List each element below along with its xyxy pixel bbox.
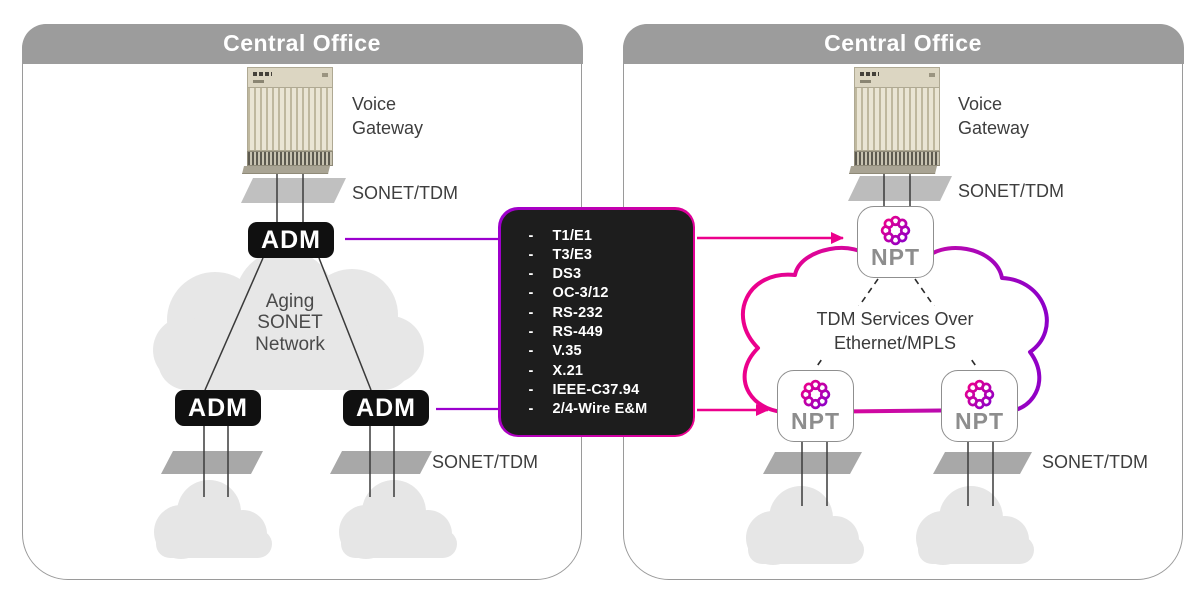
list-item: -X.21 — [528, 362, 584, 379]
sonet-tdm-label-right-bottom: SONET/TDM — [1042, 452, 1148, 472]
list-item: -2/4-Wire E&M — [528, 401, 648, 418]
voice-gateway-label-left: Voice Gateway — [352, 94, 424, 138]
list-item: -IEEE-C37.94 — [528, 381, 640, 398]
list-item: -T1/E1 — [528, 227, 593, 244]
list-item: -RS-232 — [528, 304, 603, 321]
sonet-tdm-label-left-bottom: SONET/TDM — [432, 452, 538, 472]
npt-ring-icon — [880, 215, 911, 246]
list-item: -RS-449 — [528, 323, 603, 340]
list-item: -DS3 — [528, 266, 582, 283]
list-item: -T3/E3 — [528, 246, 593, 263]
list-item: -V.35 — [528, 343, 582, 360]
chassis-led-icons — [253, 72, 272, 76]
npt-ring-icon — [964, 379, 995, 410]
npt-node-bottom-right: NPT — [941, 370, 1018, 442]
chassis-logo-mark — [860, 80, 871, 83]
adm-node-bottom-right: ADM — [343, 390, 429, 426]
voice-gateway-chassis-right — [849, 67, 940, 174]
chassis-led-icons — [860, 72, 879, 76]
sonet-tdm-label-right-top: SONET/TDM — [958, 181, 1064, 201]
chassis-base — [242, 166, 330, 174]
chassis-logo-mark — [253, 80, 264, 83]
chassis-card-slots — [247, 87, 333, 151]
interface-list-box: -T1/E1 -T3/E3 -DS3 -OC-3/12 -RS-232 -RS-… — [498, 207, 695, 437]
chassis-top-panel — [247, 67, 333, 87]
interface-list-inner: -T1/E1 -T3/E3 -DS3 -OC-3/12 -RS-232 -RS-… — [500, 209, 693, 435]
chassis-base — [849, 166, 937, 174]
right-panel-title: Central Office — [824, 30, 982, 56]
chassis-top-panel — [854, 67, 940, 87]
npt-ring-icon — [800, 379, 831, 410]
aging-sonet-network-label: Aging SONET Network — [255, 291, 325, 355]
npt-label: NPT — [871, 244, 920, 270]
adm-label: ADM — [188, 393, 248, 422]
chassis-card-slots — [854, 87, 940, 151]
sonet-tdm-label-left-top: SONET/TDM — [352, 183, 458, 203]
chassis-vent — [854, 151, 940, 166]
adm-label: ADM — [356, 393, 416, 422]
right-panel-header: Central Office — [622, 23, 1184, 64]
adm-label: ADM — [261, 225, 321, 254]
chassis-badge — [322, 73, 328, 77]
npt-label: NPT — [955, 408, 1004, 434]
voice-gateway-chassis-left — [242, 67, 333, 174]
npt-node-bottom-left: NPT — [777, 370, 854, 442]
list-item: -OC-3/12 — [528, 285, 609, 302]
interface-list: -T1/E1 -T3/E3 -DS3 -OC-3/12 -RS-232 -RS-… — [529, 227, 685, 420]
chassis-badge — [929, 73, 935, 77]
adm-node-bottom-left: ADM — [175, 390, 261, 426]
tdm-services-label: TDM Services Over Ethernet/MPLS — [790, 306, 1000, 358]
voice-gateway-label-right: Voice Gateway — [958, 94, 1030, 138]
adm-node-top: ADM — [248, 222, 334, 258]
left-panel-header: Central Office — [21, 23, 583, 64]
chassis-vent — [247, 151, 333, 166]
left-panel-title: Central Office — [223, 30, 381, 56]
npt-node-top: NPT — [857, 206, 934, 278]
npt-label: NPT — [791, 408, 840, 434]
